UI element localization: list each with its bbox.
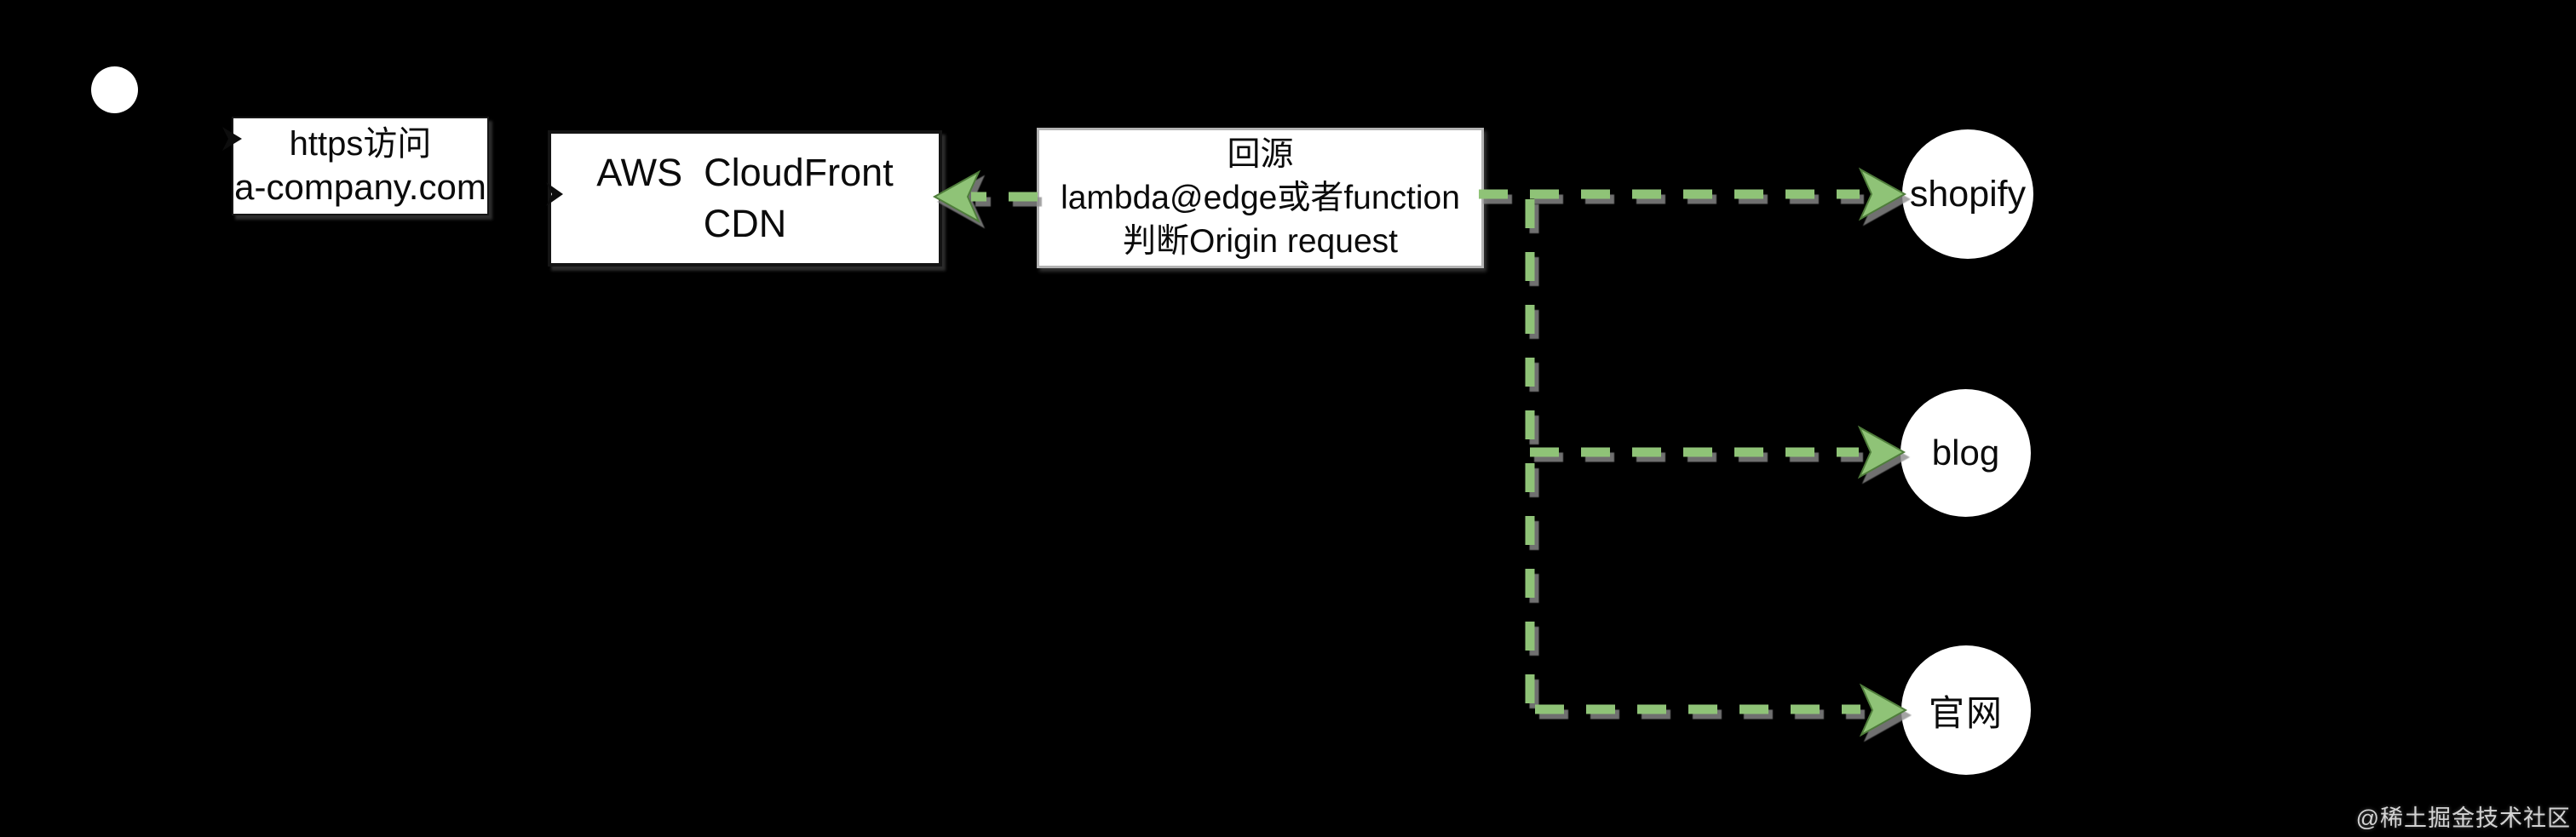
arrowhead-into-official-site bbox=[1859, 683, 1908, 737]
cdn-box-line1: AWS CloudFront bbox=[596, 151, 894, 194]
origin-logic-box: 回源 lambda@edge或者function 判断Origin reques… bbox=[1037, 128, 1484, 268]
origin-circle-blog: blog bbox=[1900, 389, 2031, 517]
origin-logic-line2: lambda@edge或者function bbox=[1061, 180, 1460, 216]
origin-circle-official-site: 官网 bbox=[1901, 645, 2031, 775]
user-actor-icon bbox=[91, 66, 138, 113]
watermark: @稀土掘金技术社区 bbox=[2355, 805, 2571, 831]
origin-label-official-site: 官网 bbox=[1928, 692, 2004, 733]
origin-logic-line3: 判断Origin request bbox=[1123, 223, 1398, 260]
request-box: https访问 a-company.com bbox=[232, 117, 489, 215]
arrowhead-into-blog bbox=[1857, 425, 1906, 479]
request-box-domain: a-company.com bbox=[234, 167, 486, 207]
cdn-box-line2: CDN bbox=[703, 202, 787, 245]
origin-circle-shopify: shopify bbox=[1902, 129, 2033, 259]
arrowhead-into-shopify bbox=[1858, 167, 1907, 221]
request-box-line1: https访问 bbox=[289, 125, 432, 163]
cdn-box: AWS CloudFront CDN bbox=[548, 130, 942, 267]
origin-label-blog: blog bbox=[1931, 433, 2000, 473]
origin-label-shopify: shopify bbox=[1909, 173, 2027, 215]
origin-logic-line1: 回源 bbox=[1227, 136, 1294, 173]
